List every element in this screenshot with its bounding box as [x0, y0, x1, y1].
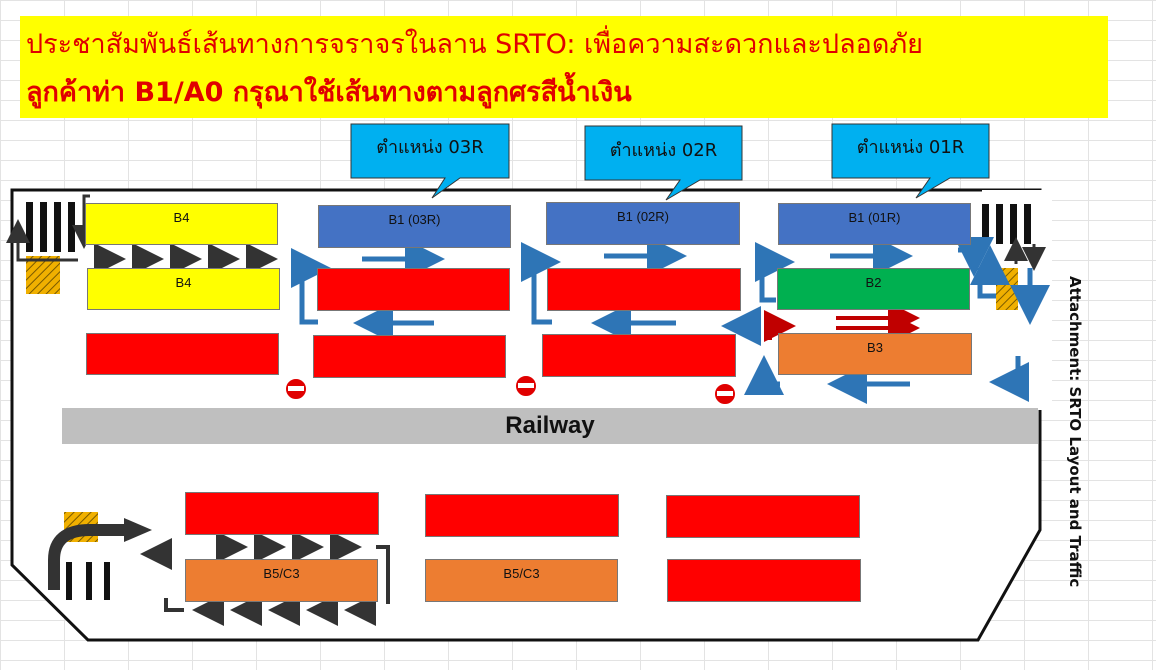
block-b2: B2 — [777, 268, 970, 310]
announcement-banner: ประชาสัมพันธ์เส้นทางการจราจรในลาน SRTO: … — [20, 16, 1108, 118]
callout-01r-shape — [831, 123, 990, 199]
no-entry-sign-2 — [514, 374, 538, 398]
gate-hatch-right — [996, 268, 1018, 310]
banner-line-2: ลูกค้าท่า B1/A0 กรุณาใช้เส้นทางตามลูกศรส… — [26, 77, 632, 108]
block-red-bottom-1 — [185, 492, 379, 535]
block-red-02r-low — [542, 334, 736, 377]
no-entry-sign-3 — [713, 382, 737, 406]
side-label: Attachment: SRTO Layout and Traffic — [1062, 276, 1086, 636]
block-red-bottom-3 — [666, 495, 860, 538]
block-b1-03r: B1 (03R) — [318, 205, 511, 248]
block-red-bottom-2 — [425, 494, 619, 537]
gate-stripes-right — [982, 204, 1031, 244]
callout-01r-label: ตำแหน่ง 01R — [856, 137, 965, 158]
callout-02r-shape — [584, 125, 743, 201]
callout-02r-label: ตำแหน่ง 02R — [609, 140, 718, 161]
block-b4-top: B4 — [85, 203, 278, 245]
block-red-03r-low — [313, 335, 506, 378]
block-red-row3-1 — [86, 333, 279, 375]
right-gate-small-arrows — [1004, 237, 1046, 271]
block-b1-01r: B1 (01R) — [778, 203, 971, 245]
block-b5c3-mid: B5/C3 — [425, 559, 618, 602]
railway: Railway — [62, 408, 1038, 444]
callout-03r-label: ตำแหน่ง 03R — [376, 137, 484, 158]
callout-02r: ตำแหน่ง 02R — [585, 135, 742, 164]
black-arrows-b5 — [140, 531, 390, 626]
red-traffic-arrows — [764, 302, 920, 344]
big-entry-arrow — [48, 524, 128, 590]
block-red-03r-mid — [317, 268, 510, 311]
block-b4-bottom: B4 — [87, 268, 280, 310]
side-label-text: Attachment: SRTO Layout and Traffic — [1066, 276, 1084, 588]
block-b3: B3 — [778, 333, 972, 375]
no-entry-sign-1 — [284, 377, 308, 401]
gate-stripes-bottom-left — [66, 562, 110, 600]
block-b1-02r: B1 (02R) — [546, 202, 740, 245]
gate-hatch-left-top — [26, 256, 60, 294]
block-red-bottom-4 — [667, 559, 861, 602]
block-red-02r-mid — [547, 268, 741, 311]
blue-traffic-arrows — [291, 236, 1050, 404]
callout-03r: ตำแหน่ง 03R — [351, 132, 509, 161]
banner-line-1: ประชาสัมพันธ์เส้นทางการจราจรในลาน SRTO: … — [26, 29, 923, 60]
callout-03r-shape — [350, 123, 510, 199]
callout-01r: ตำแหน่ง 01R — [832, 132, 989, 161]
block-b5c3-left: B5/C3 — [185, 559, 378, 602]
